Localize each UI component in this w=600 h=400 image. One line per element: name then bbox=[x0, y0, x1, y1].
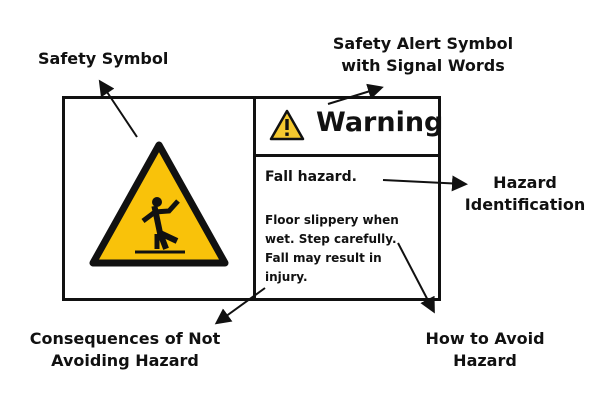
arrow-safety-symbol bbox=[98, 79, 138, 138]
label-text: Safety Alert Symbol bbox=[332, 34, 514, 53]
arrow-how-to-avoid bbox=[397, 242, 435, 314]
label-consequences: Consequences of Not Avoiding Hazard bbox=[25, 328, 225, 372]
hazard-body: Floor slippery when wet. Step carefully.… bbox=[265, 211, 435, 287]
label-text: Consequences of Not bbox=[29, 329, 221, 348]
label-hazard-identification: Hazard Identification bbox=[455, 172, 595, 216]
safety-symbol-panel bbox=[65, 99, 256, 298]
safety-sign: Warning Fall hazard. Floor slippery when… bbox=[62, 96, 443, 301]
arrow-consequences bbox=[214, 287, 266, 325]
body-line: wet. Step carefully. bbox=[265, 232, 397, 246]
label-text: Hazard bbox=[493, 173, 557, 192]
arrow-hazard-identification bbox=[382, 175, 468, 192]
label-text: How to Avoid bbox=[425, 329, 545, 348]
label-how-to-avoid: How to Avoid Hazard bbox=[410, 328, 560, 372]
label-text: Identification bbox=[464, 195, 586, 214]
signal-word: Warning bbox=[316, 107, 444, 138]
signal-word-header: Warning bbox=[256, 99, 443, 157]
hazard-title: Fall hazard. bbox=[265, 169, 357, 185]
body-line: Fall may result in bbox=[265, 251, 382, 265]
exclamation-triangle-icon bbox=[269, 109, 305, 141]
label-text: with Signal Words bbox=[341, 56, 505, 75]
arrow-alert-symbol bbox=[327, 83, 384, 105]
label-text: Hazard bbox=[453, 351, 517, 370]
body-line: injury. bbox=[265, 270, 308, 284]
label-safety-symbol: Safety Symbol bbox=[38, 48, 168, 70]
label-text: Safety Symbol bbox=[38, 49, 169, 68]
slippery-floor-warning-icon bbox=[89, 141, 229, 267]
body-line: Floor slippery when bbox=[265, 213, 399, 227]
label-alert-symbol: Safety Alert Symbol with Signal Words bbox=[318, 33, 528, 77]
label-text: Avoiding Hazard bbox=[51, 351, 199, 370]
